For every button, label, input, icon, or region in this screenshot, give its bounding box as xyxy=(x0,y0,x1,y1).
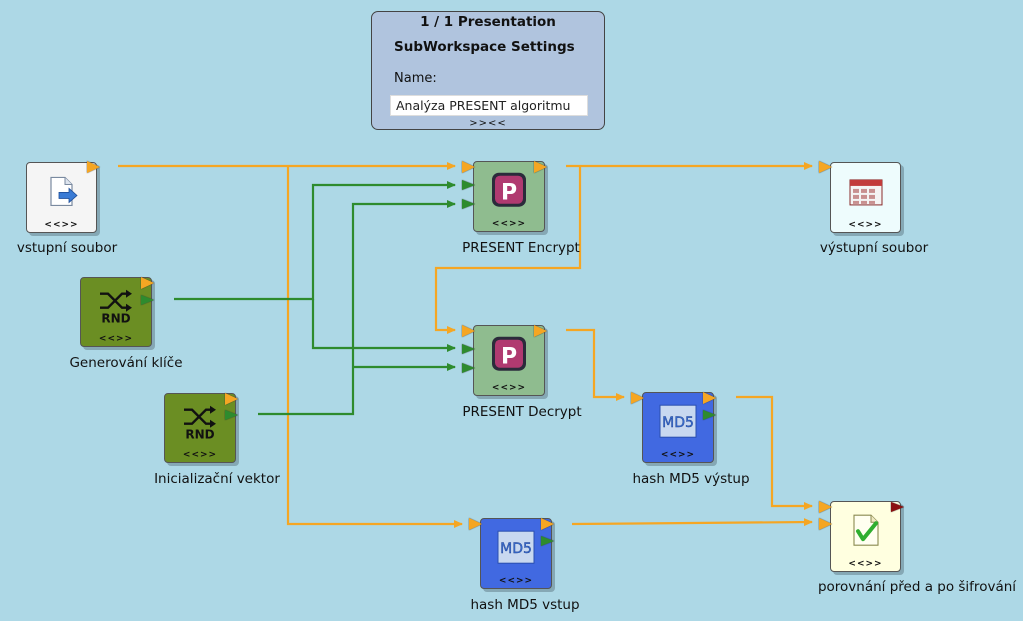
rnd-shuffle-icon: RND xyxy=(96,285,136,329)
node-compare[interactable]: <<>> xyxy=(819,501,904,572)
node-output-file[interactable]: <<>> xyxy=(819,161,901,233)
output-port[interactable] xyxy=(703,392,716,404)
output-port[interactable] xyxy=(534,325,547,337)
md5-icon: MD5 xyxy=(496,529,536,569)
output-port-hash[interactable] xyxy=(703,410,716,420)
input-port-iv[interactable] xyxy=(462,199,475,209)
input-port[interactable] xyxy=(819,161,832,173)
output-port-iv[interactable] xyxy=(225,410,238,420)
checkmark-icon xyxy=(849,512,883,552)
node-label-md5-vystup: hash MD5 výstup xyxy=(632,471,750,487)
node-expander[interactable]: <<>> xyxy=(660,450,696,460)
collapse-toggle[interactable]: >><< xyxy=(469,118,507,129)
wire-iv-to-encrypt xyxy=(258,200,456,416)
node-label-input-file: vstupní soubor xyxy=(16,240,118,256)
input-port-key[interactable] xyxy=(462,344,475,354)
wire-key-to-encrypt xyxy=(174,181,456,301)
present-p-icon: P xyxy=(489,333,529,377)
rnd-text: RND xyxy=(185,428,214,441)
input-port[interactable] xyxy=(631,392,644,404)
node-init-vector[interactable]: RND <<>> xyxy=(164,393,238,463)
node-label-decrypt: PRESENT Decrypt xyxy=(462,404,582,420)
md5-text: MD5 xyxy=(500,541,532,557)
workspace-name-input[interactable] xyxy=(390,95,588,116)
input-port-2[interactable] xyxy=(819,518,832,530)
present-p-text: P xyxy=(501,344,517,369)
node-label-md5-vstup: hash MD5 vstup xyxy=(470,597,580,613)
node-key-generator[interactable]: RND <<>> xyxy=(80,277,154,347)
node-label-key-generator: Generování klíče xyxy=(69,355,183,371)
node-expander[interactable]: <<>> xyxy=(44,220,79,230)
node-expander[interactable]: <<>> xyxy=(848,559,883,569)
rnd-text: RND xyxy=(101,312,130,325)
node-label-init-vector: Inicializační vektor xyxy=(154,471,280,487)
input-port-key[interactable] xyxy=(462,180,475,190)
wire-md5-vstup-to-compare xyxy=(571,518,813,527)
output-port[interactable] xyxy=(87,161,100,173)
wire-input-to-md5-vstup xyxy=(286,166,463,528)
node-label-encrypt: PRESENT Encrypt xyxy=(462,240,580,256)
output-port[interactable] xyxy=(141,277,154,289)
node-label-output-file: výstupní soubor xyxy=(819,240,929,256)
input-port-1[interactable] xyxy=(819,501,832,513)
output-port-hash[interactable] xyxy=(541,536,554,546)
node-label-compare: porovnání před a po šifrování xyxy=(817,579,1017,595)
node-md5-vstup[interactable]: MD5 <<>> xyxy=(469,518,554,589)
wire-md5-vystup-to-compare xyxy=(736,395,813,510)
node-expander[interactable]: <<>> xyxy=(182,450,218,460)
node-present-encrypt[interactable]: P <<>> xyxy=(462,161,547,232)
output-port-key[interactable] xyxy=(141,295,154,305)
output-port-result[interactable] xyxy=(891,502,904,512)
input-port-iv[interactable] xyxy=(462,363,475,373)
panel-title: 1 / 1 Presentation xyxy=(420,14,556,30)
panel-subtitle: SubWorkspace Settings xyxy=(394,39,575,55)
wire-key-to-decrypt xyxy=(311,299,456,352)
node-md5-vystup[interactable]: MD5 <<>> xyxy=(631,392,716,463)
output-port[interactable] xyxy=(225,393,238,405)
node-expander[interactable]: <<>> xyxy=(491,383,527,393)
node-expander[interactable]: <<>> xyxy=(491,219,527,229)
node-expander[interactable]: <<>> xyxy=(98,334,134,344)
input-port[interactable] xyxy=(469,518,482,530)
input-port-data[interactable] xyxy=(462,161,475,173)
wire-decrypt-to-md5-vystup xyxy=(566,328,625,401)
node-present-decrypt[interactable]: P <<>> xyxy=(462,325,547,396)
name-label: Name: xyxy=(394,71,437,86)
wire-encrypt-to-decrypt xyxy=(434,166,582,334)
rnd-shuffle-icon: RND xyxy=(180,401,220,445)
table-icon xyxy=(848,176,884,210)
output-port[interactable] xyxy=(541,518,554,530)
present-p-text: P xyxy=(501,180,517,205)
node-input-file[interactable]: <<>> xyxy=(26,161,100,233)
document-arrow-icon xyxy=(45,174,79,212)
node-expander[interactable]: <<>> xyxy=(848,220,883,230)
md5-text: MD5 xyxy=(662,415,694,431)
present-p-icon: P xyxy=(489,169,529,213)
subworkspace-settings-panel: 1 / 1 Presentation SubWorkspace Settings… xyxy=(371,11,605,130)
output-port[interactable] xyxy=(534,161,547,173)
node-expander[interactable]: <<>> xyxy=(498,576,534,586)
input-port-data[interactable] xyxy=(462,325,475,337)
md5-icon: MD5 xyxy=(658,403,698,443)
